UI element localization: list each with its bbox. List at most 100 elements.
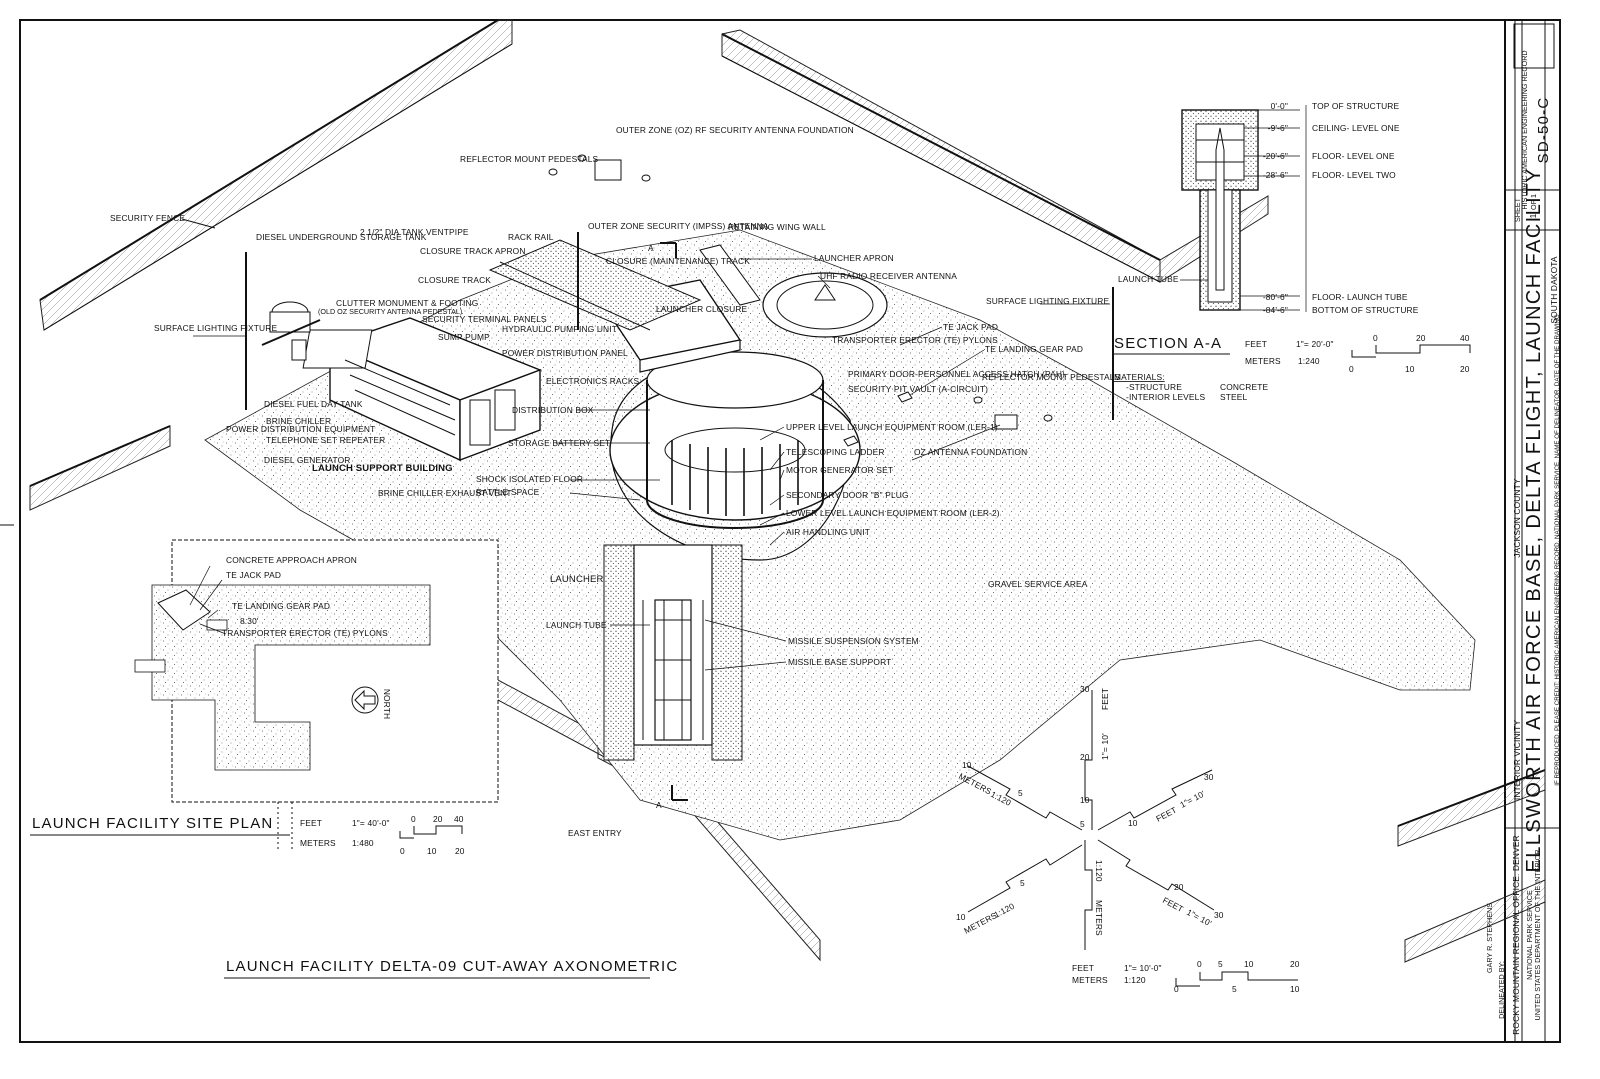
section-feet-label: FEET xyxy=(1245,339,1267,349)
label-retaining-wall: RETAINING WING WALL xyxy=(728,222,826,232)
axo-labels: SECURITY FENCE DIESEL UNDERGROUND STORAG… xyxy=(110,125,1120,838)
label-launch-tube: LAUNCH TUBE xyxy=(546,620,607,630)
label-motor-gen: MOTOR GENERATOR SET xyxy=(786,465,893,475)
label-power-panel: POWER DISTRIBUTION PANEL xyxy=(502,348,628,358)
label-clutter: CLUTTER MONUMENT & FOOTING xyxy=(336,298,478,308)
label-brine-vent: BRINE CHILLER EXHAUST VENT xyxy=(378,488,512,498)
label-electronics: ELECTRONICS RACKS xyxy=(546,376,640,386)
site-label-te-jack: TE JACK PAD xyxy=(226,570,281,580)
section-mark-bottom: A xyxy=(656,800,662,810)
section-level-2-elev: -20'-6" xyxy=(1263,151,1288,161)
label-closure-track: CLOSURE TRACK xyxy=(418,275,491,285)
star-feet-scale-b: 1"= 10' xyxy=(1178,788,1207,810)
star-meters-scale-a: 1:120 xyxy=(1094,860,1104,882)
star-meter-tick-10-e: 10 xyxy=(956,912,966,922)
section-launch-tube-label: LAUNCH TUBE xyxy=(1118,274,1179,284)
label-te-pylons: TRANSPORTER ERECTOR (TE) PYLONS xyxy=(832,335,998,345)
star-feet-label-b: FEET xyxy=(1154,805,1178,824)
axo-meters-scale: 1:120 xyxy=(1124,975,1146,985)
label-launcher: LAUNCHER xyxy=(550,574,603,585)
label-suspension: MISSILE SUSPENSION SYSTEM xyxy=(788,636,919,646)
title-delineator: GARY R. STEPHENS xyxy=(1485,903,1494,973)
section-feet-tick-0: 0 xyxy=(1373,333,1378,343)
title-record: HISTORIC AMERICAN ENGINEERING RECORD xyxy=(1520,50,1529,209)
axo-feet-label: FEET xyxy=(1072,963,1094,973)
label-air-handling: AIR HANDLING UNIT xyxy=(786,527,870,537)
section-level-4-name: FLOOR- LAUNCH TUBE xyxy=(1312,292,1408,302)
title-block: ELLSWORTH AIR FORCE BASE, DELTA FLIGHT, … xyxy=(1485,20,1561,1043)
section-level-0-elev: 0'-0" xyxy=(1271,101,1288,111)
star-feet-scale-a: 1"= 10' xyxy=(1100,733,1110,760)
section-cut-marks: A A xyxy=(648,242,688,810)
site-meters-tick-0: 0 xyxy=(400,846,405,856)
site-north-label: NORTH xyxy=(382,689,392,719)
label-diesel-tank: DIESEL UNDERGROUND STORAGE TANK xyxy=(256,232,427,242)
label-reflector-pedestals-top: REFLECTOR MOUNT PEDESTALS xyxy=(460,154,599,164)
site-label-apron: CONCRETE APPROACH APRON xyxy=(226,555,357,565)
launch-support-building xyxy=(261,301,542,462)
section-feet-tick-1: 20 xyxy=(1416,333,1426,343)
site-meters-label: METERS xyxy=(300,838,336,848)
label-launcher-apron: LAUNCHER APRON xyxy=(814,253,894,263)
site-feet-scale: 1"= 40'-0" xyxy=(352,818,390,828)
launch-tube-shaft xyxy=(603,544,743,761)
label-east-entry: EAST ENTRY xyxy=(568,828,622,838)
label-door-b: SECONDARY DOOR "B" PLUG xyxy=(786,490,909,500)
site-plan-title: LAUNCH FACILITY SITE PLAN xyxy=(32,815,273,832)
label-hydraulic: HYDRAULIC PUMPING UNIT xyxy=(502,324,617,334)
label-security-panels: SECURITY TERMINAL PANELS xyxy=(422,314,547,324)
star-tick-20-c: 20 xyxy=(1174,882,1184,892)
title-state: SOUTH DAKOTA xyxy=(1549,256,1559,324)
section-level-4-elev: -80'-6" xyxy=(1263,292,1288,302)
label-te-jack: TE JACK PAD xyxy=(943,322,998,332)
axo-feet-tick-3: 20 xyxy=(1290,959,1300,969)
launcher-structure xyxy=(488,232,888,561)
label-diesel-day: DIESEL FUEL DAY TANK xyxy=(264,399,363,409)
label-surface-lighting-right: SURFACE LIGHTING FIXTURE xyxy=(986,296,1109,306)
star-feet-label-a: FEET xyxy=(1100,688,1110,710)
axo-meters-tick-0: 0 xyxy=(1174,984,1179,994)
section-level-2-name: FLOOR- LEVEL ONE xyxy=(1312,151,1395,161)
star-tick-5-a: 5 xyxy=(1080,819,1085,829)
label-te-landing: TE LANDING GEAR PAD xyxy=(985,344,1083,354)
title-sheet-of: OF 1 xyxy=(1529,194,1538,210)
site-plan: NORTH CONCRETE APPROACH APRON TE JACK PA… xyxy=(30,539,499,856)
label-diesel-gen: DIESEL GENERATOR xyxy=(264,455,350,465)
section-level-3-name: FLOOR- LEVEL TWO xyxy=(1312,170,1396,180)
title-credit: IF REPRODUCED, PLEASE CREDIT: HISTORIC A… xyxy=(1554,314,1561,786)
star-tick-30-a: 30 xyxy=(1080,684,1090,694)
section-meters-tick-1: 10 xyxy=(1405,364,1415,374)
material-0-value: CONCRETE xyxy=(1220,382,1268,392)
star-feet-label-c: FEET xyxy=(1161,895,1185,914)
label-closure-maint: CLOSURE (MAINTENANCE) TRACK xyxy=(606,256,750,266)
section-feet-scale: 1"= 20'-0" xyxy=(1296,339,1334,349)
label-rattle: RATTLE SPACE xyxy=(476,487,540,497)
star-meter-tick-10-d: 10 xyxy=(962,760,972,770)
section-meters-label: METERS xyxy=(1245,356,1281,366)
section-level-5-name: BOTTOM OF STRUCTURE xyxy=(1312,305,1419,315)
label-ler1: UPPER LEVEL LAUNCH EQUIPMENT ROOM (LER-1… xyxy=(786,422,998,432)
label-base-support: MISSILE BASE SUPPORT xyxy=(788,657,891,667)
site-meters-tick-2: 20 xyxy=(455,846,465,856)
star-meters-label-a: METERS xyxy=(1094,900,1104,936)
label-oz-foundation: OUTER ZONE (OZ) RF SECURITY ANTENNA FOUN… xyxy=(616,125,854,135)
label-primary-door: PRIMARY DOOR-PERSONNEL ACCESS HATCH (PAH… xyxy=(848,369,1065,379)
label-oz-antenna: OZ ANTENNA FOUNDATION xyxy=(914,447,1027,457)
material-1-value: STEEL xyxy=(1220,392,1247,402)
label-dist-box: DISTRIBUTION BOX xyxy=(512,405,594,415)
site-meters-tick-1: 10 xyxy=(427,846,437,856)
label-pit-vault: SECURITY PIT VAULT (A-CIRCUIT) xyxy=(848,384,988,394)
axo-feet-tick-0: 0 xyxy=(1197,959,1202,969)
label-shock-floor: SHOCK ISOLATED FLOOR xyxy=(476,474,583,484)
title-county: JACKSON COUNTY xyxy=(1512,478,1522,558)
label-ladder: TELESCOPING LADDER xyxy=(786,447,885,457)
label-security-fence: SECURITY FENCE xyxy=(110,213,185,223)
star-tick-30-c: 30 xyxy=(1214,910,1224,920)
label-sump: SUMP PUMP xyxy=(438,332,490,342)
star-meters-scale-e: 1:120 xyxy=(992,901,1016,920)
star-feet-scale-c: 1"= 10' xyxy=(1185,907,1214,929)
label-clutter-sub: (OLD OZ SECURITY ANTENNA PEDESTAL) xyxy=(318,307,462,316)
star-meters-scale-d: 1:120 xyxy=(989,789,1013,808)
title-office: ROCKY MOUNTAIN REGIONAL OFFICE: DENVER xyxy=(1511,835,1521,1035)
